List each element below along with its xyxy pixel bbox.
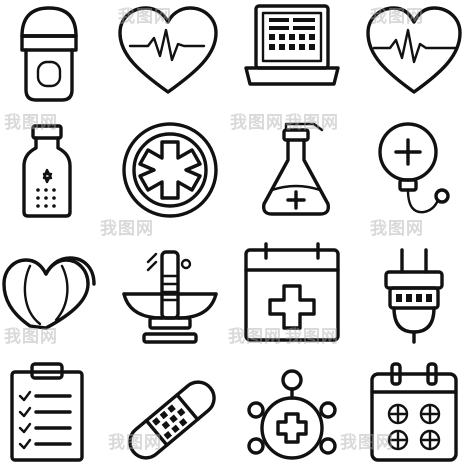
power-plug-icon [384,248,444,344]
clipboard-checklist-icon [10,362,84,462]
lab-flask-icon [261,122,331,216]
heart-pulse-icon [366,6,462,94]
laptop-report-icon [244,4,340,86]
medical-bot-icon [247,369,337,460]
two-hearts-icon [2,256,96,330]
medicine-vial-icon [22,124,72,218]
medical-calendar-icon [244,242,340,342]
bandage-icon [128,380,216,460]
heart-pulse-icon [118,6,218,94]
thermometer-stand-icon [122,250,218,344]
asterisk-medical-badge-icon [122,122,218,218]
baby-bottle-icon [20,6,78,102]
medical-pin-icon [378,122,450,214]
calendar-grid-icon [370,362,458,462]
